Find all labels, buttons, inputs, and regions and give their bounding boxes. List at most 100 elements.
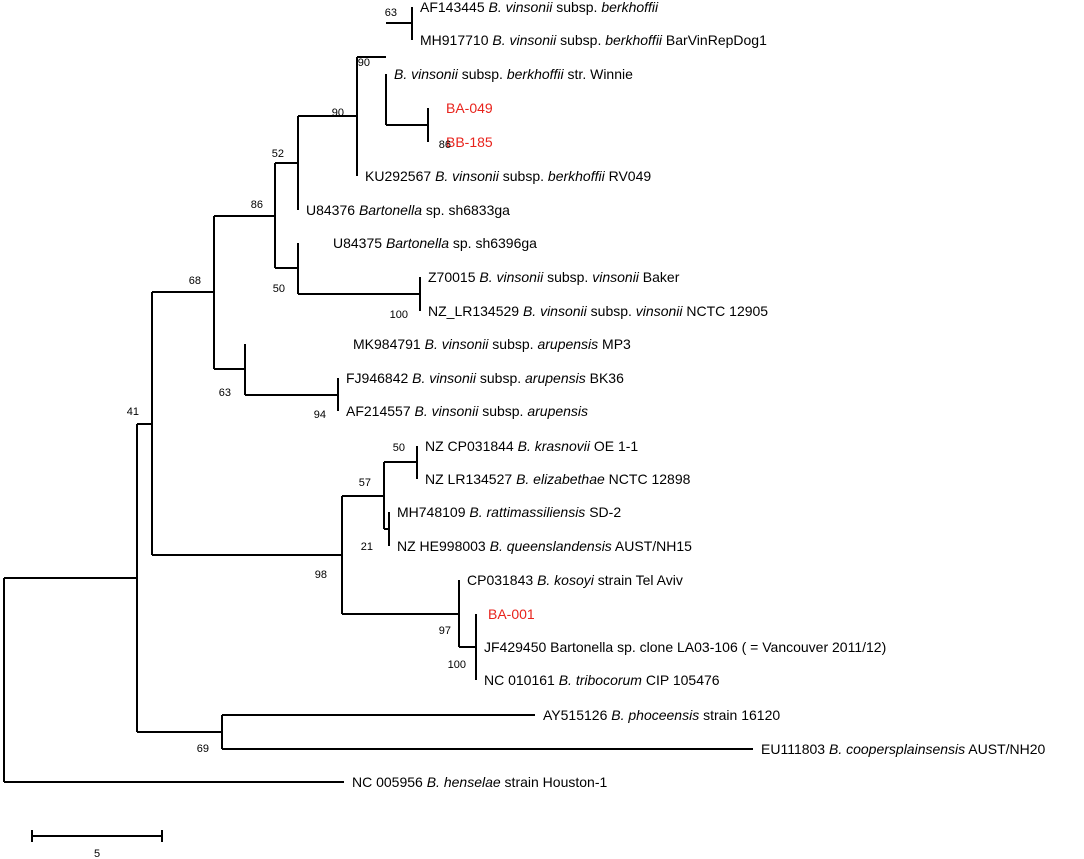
leaf-label-part: CIP 105476 [642, 672, 720, 688]
scale-bar-label: 5 [94, 848, 100, 859]
leaf-label: U84375 Bartonella sp. sh6396ga [333, 235, 537, 251]
leaf-label-part: NZ LR134527 [425, 471, 516, 487]
leaf-label-part: MP3 [598, 336, 631, 352]
leaf-label-part: subsp. [499, 168, 548, 184]
bootstrap-value: 68 [189, 275, 201, 287]
bootstrap-value: 100 [448, 659, 466, 671]
tree-branches [3, 7, 753, 783]
leaf-label-part: subsp. [476, 370, 525, 386]
leaf-label-part: berkhoffii [605, 32, 663, 48]
leaf-label-part: BB-185 [446, 134, 493, 150]
scale-bar: 5 [31, 830, 163, 859]
bootstrap-value: 57 [359, 477, 371, 489]
leaf-label-part: Z70015 [428, 269, 479, 285]
leaf-label: BA-049 [446, 100, 493, 116]
leaf-label-part: B. queenslandensis [490, 538, 612, 554]
bootstrap-value: 50 [273, 283, 285, 295]
leaf-label: MK984791 B. vinsonii subsp. arupensis MP… [353, 336, 631, 352]
leaf-label-part: U84375 [333, 235, 386, 251]
leaf-label: BA-001 [488, 606, 535, 622]
leaf-label: FJ946842 B. vinsonii subsp. arupensis BK… [346, 370, 624, 386]
leaf-label-part: strain Tel Aviv [594, 572, 683, 588]
leaf-label: AF214557 B. vinsonii subsp. arupensis [346, 403, 588, 419]
leaf-label-part: AUST/NH15 [612, 538, 692, 554]
leaf-label-part: B. tribocorum [559, 672, 643, 688]
leaf-label-part: arupensis [525, 370, 586, 386]
leaf-label: AF143445 B. vinsonii subsp. berkhoffii [420, 0, 659, 15]
leaf-label-part: sp. sh6396ga [449, 235, 537, 251]
leaf-label-part: FJ946842 [346, 370, 412, 386]
leaf-label: NZ HE998003 B. queenslandensis AUST/NH15 [397, 538, 692, 554]
leaf-label: KU292567 B. vinsonii subsp. berkhoffii R… [365, 168, 651, 184]
leaf-label-part: NCTC 12898 [605, 471, 691, 487]
bootstrap-value: 100 [390, 309, 408, 321]
leaf-label-part: subsp. [488, 336, 537, 352]
leaf-label-part: AUST/NH20 [965, 741, 1045, 757]
leaf-label-part: NCTC 12905 [683, 303, 769, 319]
bootstrap-value: 52 [272, 148, 284, 160]
leaf-label-part: KU292567 [365, 168, 435, 184]
leaf-label-part: BarVinRepDog1 [662, 32, 767, 48]
leaf-label-part: strain 16120 [699, 707, 780, 723]
bootstrap-value: 86 [251, 199, 263, 211]
leaf-label: BB-185 [446, 134, 493, 150]
bootstrap-value: 90 [332, 107, 344, 119]
leaf-label-part: B. rattimassiliensis [469, 504, 585, 520]
bootstrap-value: 50 [393, 442, 405, 454]
leaf-label-part: MK984791 [353, 336, 425, 352]
leaf-label-part: JF429450 Bartonella sp. clone LA03-106 (… [484, 639, 886, 655]
leaf-label-part: Bartonella [386, 235, 449, 251]
leaf-label-part: Baker [639, 269, 680, 285]
leaf-label-part: NC 010161 [484, 672, 559, 688]
leaf-label-part: B. vinsonii [435, 168, 500, 184]
bootstrap-value: 98 [315, 569, 327, 581]
leaf-label-part: B. elizabethae [516, 471, 605, 487]
leaf-label-part: BA-049 [446, 100, 493, 116]
leaf-label: B. vinsonii subsp. berkhoffii str. Winni… [394, 66, 633, 82]
leaf-label-part: U84376 [306, 202, 359, 218]
bootstrap-value: 97 [439, 625, 451, 637]
leaf-label: NC 010161 B. tribocorum CIP 105476 [484, 672, 720, 688]
leaf-label-part: B. vinsonii [394, 66, 459, 82]
leaf-label-part: B. vinsonii [479, 269, 544, 285]
bootstrap-value: 63 [219, 387, 231, 399]
leaf-label: AY515126 B. phoceensis strain 16120 [543, 707, 780, 723]
leaf-label-part: berkhoffii [601, 0, 659, 15]
leaf-label-part: vinsonii [636, 303, 684, 319]
leaf-label-part: AF214557 [346, 403, 415, 419]
leaf-label: MH748109 B. rattimassiliensis SD-2 [397, 504, 621, 520]
leaf-label-part: B. kosoyi [537, 572, 595, 588]
leaf-label-part: subsp. [587, 303, 636, 319]
leaf-label-part: B. vinsonii [425, 336, 490, 352]
leaf-label-part: NZ CP031844 [425, 438, 518, 454]
leaf-label-part: sp. sh6833ga [422, 202, 510, 218]
leaf-label-part: arupensis [527, 403, 588, 419]
leaf-label-part: subsp. [458, 66, 507, 82]
leaf-label-part: SD-2 [585, 504, 621, 520]
leaf-label-part: BK36 [586, 370, 624, 386]
leaf-label-part: RV049 [605, 168, 652, 184]
leaf-label-part: AY515126 [543, 707, 611, 723]
leaf-label-part: B. vinsonii [415, 403, 480, 419]
leaf-label: EU111803 B. coopersplainsensis AUST/NH20 [761, 741, 1046, 757]
leaf-label: NZ LR134527 B. elizabethae NCTC 12898 [425, 471, 691, 487]
leaf-label-part: B. vinsonii [412, 370, 477, 386]
leaf-label-part: B. vinsonii [489, 0, 554, 15]
leaf-label-part: CP031843 [467, 572, 537, 588]
leaf-label: MH917710 B. vinsonii subsp. berkhoffii B… [420, 32, 767, 48]
leaf-label: NC 005956 B. henselae strain Houston-1 [352, 774, 607, 790]
leaf-label: U84376 Bartonella sp. sh6833ga [306, 202, 510, 218]
leaf-label-part: vinsonii [592, 269, 640, 285]
bootstrap-value: 41 [127, 406, 139, 418]
leaf-label-part: subsp. [543, 269, 592, 285]
leaf-label-part: B. vinsonii [523, 303, 588, 319]
bootstrap-value: 69 [197, 743, 209, 755]
bootstrap-value: 90 [358, 57, 370, 69]
bootstrap-value: 86 [439, 139, 451, 151]
leaf-label: CP031843 B. kosoyi strain Tel Aviv [467, 572, 683, 588]
leaf-labels: AF143445 B. vinsonii subsp. berkhoffiiMH… [306, 0, 1046, 790]
leaf-label-part: subsp. [556, 32, 605, 48]
leaf-label-part: NZ HE998003 [397, 538, 490, 554]
leaf-label-part: berkhoffii [507, 66, 565, 82]
